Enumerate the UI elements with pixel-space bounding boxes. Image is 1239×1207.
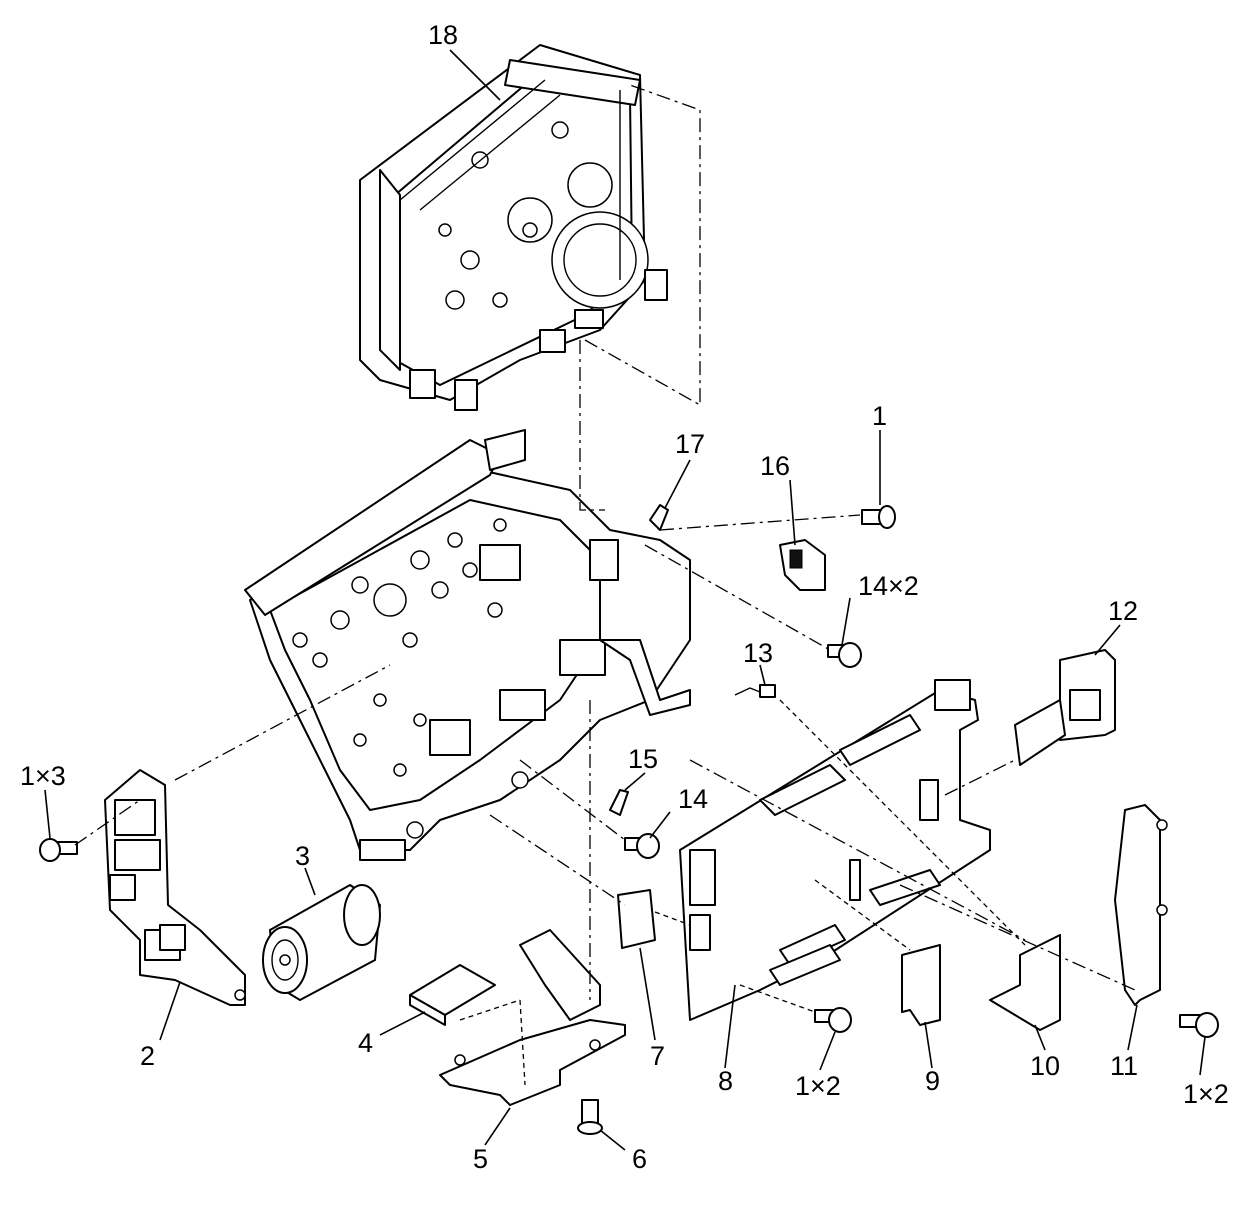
callout-17: 17 bbox=[675, 429, 705, 459]
callout-14: 14 bbox=[678, 784, 708, 814]
callout-12: 12 bbox=[1108, 596, 1138, 626]
part-17-pin bbox=[649, 504, 669, 531]
part-7-plate bbox=[617, 889, 656, 949]
part-8-circuit-board bbox=[679, 679, 991, 1021]
callout-1x2-side: 1×2 bbox=[1183, 1079, 1229, 1109]
callout-2: 2 bbox=[140, 1041, 155, 1071]
screw-14 bbox=[624, 833, 660, 859]
callout-labels: 18 1 17 16 14×2 12 13 15 14 1×3 3 2 4 5 … bbox=[20, 20, 1229, 1174]
part-2-jack-bracket bbox=[104, 769, 246, 1006]
callout-16: 16 bbox=[760, 451, 790, 481]
callout-9: 9 bbox=[925, 1066, 940, 1096]
main-chassis-frame bbox=[244, 429, 691, 861]
callout-6: 6 bbox=[632, 1144, 647, 1174]
screw-14x2 bbox=[827, 642, 862, 668]
callout-15: 15 bbox=[628, 744, 658, 774]
callout-1: 1 bbox=[872, 401, 887, 431]
callout-1x3: 1×3 bbox=[20, 761, 66, 791]
screw-1x2-board bbox=[814, 1007, 852, 1033]
part-18-mechanism-deck bbox=[359, 44, 668, 411]
callout-1x2-board: 1×2 bbox=[795, 1071, 841, 1101]
callout-13: 13 bbox=[743, 638, 773, 668]
screw-1 bbox=[861, 505, 896, 529]
part-13-sensor bbox=[734, 684, 776, 698]
callout-14x2: 14×2 bbox=[858, 571, 919, 601]
screw-1x3 bbox=[39, 838, 78, 862]
callout-8: 8 bbox=[718, 1066, 733, 1096]
part-5-shield-plate bbox=[439, 929, 626, 1106]
part-3-cylinder-motor bbox=[262, 884, 381, 1001]
callout-10: 10 bbox=[1030, 1051, 1060, 1081]
part-15-clip bbox=[609, 789, 629, 816]
callout-18: 18 bbox=[428, 20, 458, 50]
part-12-connector-board bbox=[1014, 649, 1116, 766]
part-6-screw bbox=[577, 1099, 603, 1135]
leader-lines bbox=[44, 49, 1206, 1151]
screw-1x2-side bbox=[1179, 1012, 1219, 1038]
callout-4: 4 bbox=[358, 1028, 373, 1058]
part-16-switch bbox=[779, 539, 826, 591]
callout-11: 11 bbox=[1110, 1051, 1138, 1081]
part-10-folded-sheet bbox=[989, 934, 1061, 1031]
callout-5: 5 bbox=[473, 1144, 488, 1174]
callout-7: 7 bbox=[650, 1041, 665, 1071]
part-11-side-bracket bbox=[1114, 804, 1168, 1006]
part-4-pad bbox=[409, 964, 496, 1026]
part-9-small-board bbox=[901, 944, 941, 1026]
callout-3: 3 bbox=[295, 841, 310, 871]
assembly-lines bbox=[74, 84, 1136, 1086]
